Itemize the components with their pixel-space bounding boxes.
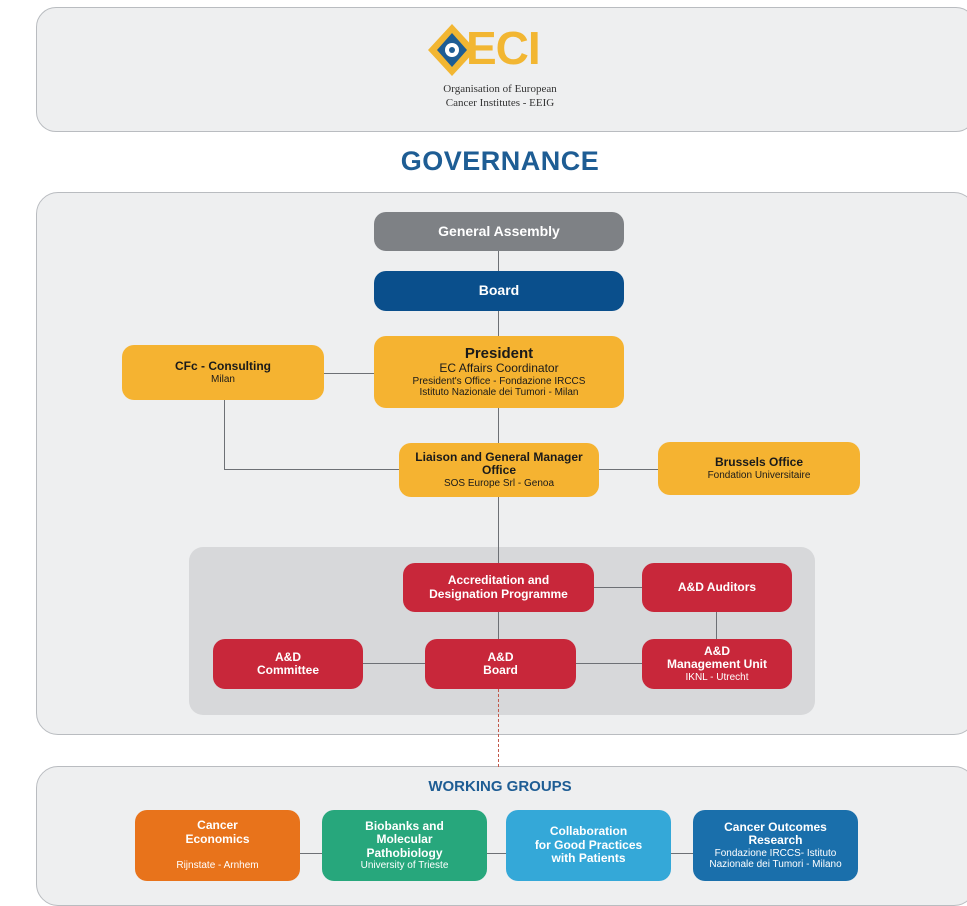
president-role: EC Affairs Coordinator (439, 361, 559, 376)
connector-cfc-liaison (224, 469, 399, 470)
ad-mgmt-title-2: Management Unit (666, 657, 767, 672)
connector-wg-2-3 (487, 853, 506, 854)
connector-adboard-working-groups (498, 689, 499, 767)
wg-2-location: University of Trieste (360, 860, 449, 872)
president-box: President EC Affairs Coordinator Preside… (374, 336, 624, 408)
wg-2-title-3: Pathobiology (366, 845, 443, 860)
wg-4-title-2: Research (748, 833, 803, 848)
general-assembly-title: General Assembly (438, 222, 560, 239)
org-name: Organisation of European Cancer Institut… (400, 82, 600, 110)
brussels-location: Fondation Universitaire (707, 469, 811, 481)
working-groups-title: WORKING GROUPS (428, 778, 572, 795)
ad-board-title-2: Board (483, 663, 518, 677)
ad-auditors-box: A&D Auditors (642, 563, 792, 612)
header-panel (36, 7, 967, 132)
ad-management-unit-box: A&D Management Unit IKNL - Utrecht (642, 639, 792, 689)
ad-mgmt-location: IKNL - Utrecht (685, 671, 749, 683)
wg-4-location-1: Fondazione IRCCS- Istituto (714, 847, 837, 859)
wg-3-title-2: for Good Practices (534, 837, 643, 852)
connector-president-liaison (498, 408, 499, 443)
cfc-location: Milan (211, 373, 235, 385)
wg-1-title-1: Cancer (197, 818, 238, 833)
ad-committee-title-1: A&D (275, 649, 301, 664)
wg-outcomes-research-box: Cancer Outcomes Research Fondazione IRCC… (693, 810, 858, 881)
ad-committee-box: A&D Committee (213, 639, 363, 689)
president-office: President's Office - Fondazione IRCCS (412, 375, 586, 387)
connector-cfc-down (224, 400, 225, 470)
connector-cfc-president (324, 373, 376, 374)
eci-logo-icon (428, 24, 476, 76)
wg-1-location: Rijnstate - Arnhem (176, 860, 259, 872)
general-assembly-box: General Assembly (374, 212, 624, 251)
liaison-title-2: Office (481, 463, 516, 478)
cfc-consulting-box: CFc - Consulting Milan (122, 345, 324, 400)
accreditation-programme-box: Accreditation and Designation Programme (403, 563, 594, 612)
wg-4-location-2: Nazionale dei Tumori - Milano (709, 858, 842, 870)
ad-auditors-title: A&D Auditors (677, 579, 757, 594)
connector-committee-adboard (363, 663, 425, 664)
adp-title-1: Accreditation and (447, 573, 550, 588)
president-title: President (464, 344, 534, 362)
wg-biobanks-box: Biobanks and Molecular Pathobiology Univ… (322, 810, 487, 881)
wg-cancer-economics-box: Cancer Economics Rijnstate - Arnhem (135, 810, 300, 881)
connector-wg-1-2 (300, 853, 322, 854)
connector-ga-board (498, 251, 499, 271)
brussels-office-box: Brussels Office Fondation Universitaire (658, 442, 860, 495)
adp-title-2: Designation Programme (429, 586, 568, 601)
connector-wg-3-4 (671, 853, 693, 854)
connector-liaison-brussels (599, 469, 658, 470)
org-line-2: Cancer Institutes - EEIG (445, 97, 555, 109)
connector-board-president (498, 311, 499, 336)
wg-collaboration-box: Collaboration for Good Practices with Pa… (506, 810, 671, 881)
wg-2-title-1: Biobanks and (365, 818, 444, 833)
logo-wordmark: ECI (466, 22, 541, 74)
president-institute: Istituto Nazionale dei Tumori - Milan (419, 387, 579, 399)
liaison-office-box: Liaison and General Manager Office SOS E… (399, 443, 599, 497)
wg-4-title-1: Cancer Outcomes (724, 819, 827, 834)
board-box: Board (374, 271, 624, 311)
wg-1-title-2: Economics (185, 831, 250, 846)
ad-committee-title-2: Committee (256, 663, 319, 677)
liaison-location: SOS Europe Srl - Genoa (443, 477, 555, 489)
connector-adp-auditors (594, 587, 642, 588)
org-line-1: Organisation of European (443, 83, 557, 95)
ad-board-title-1: A&D (487, 649, 514, 664)
governance-title: GOVERNANCE (400, 146, 600, 176)
connector-adp-adboard (498, 612, 499, 639)
connector-adboard-mgmt (576, 663, 642, 664)
connector-auditors-mgmt (716, 612, 717, 639)
connector-liaison-adp (498, 497, 499, 563)
ad-mgmt-title-1: A&D (704, 643, 730, 658)
ad-board-box: A&D Board (425, 639, 576, 689)
brussels-title: Brussels Office (714, 455, 804, 470)
cfc-title: CFc - Consulting (175, 359, 271, 374)
liaison-title-1: Liaison and General Manager (415, 449, 583, 464)
wg-3-title-3: with Patients (551, 851, 626, 866)
wg-3-title-1: Collaboration (549, 824, 628, 839)
wg-2-title-2: Molecular (376, 832, 433, 847)
board-title: Board (478, 282, 520, 299)
